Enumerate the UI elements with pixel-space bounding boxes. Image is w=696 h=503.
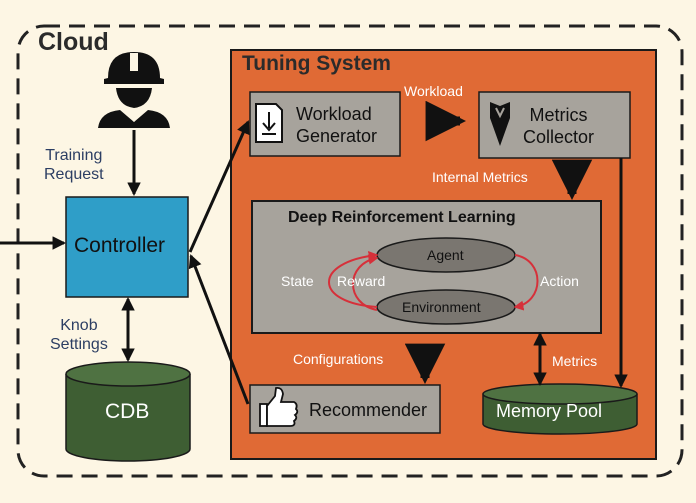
- knob-label-line1: Knob: [60, 317, 98, 334]
- reward-label: Reward: [337, 273, 386, 289]
- controller-to-generator-arrow: [188, 120, 250, 253]
- metrics-collector-line2: Collector: [523, 126, 595, 147]
- action-arrow: [513, 254, 539, 311]
- metrics-logo-icon: [490, 102, 510, 146]
- environment-label: Environment: [402, 299, 481, 315]
- recommender-to-controller-arrow: [188, 254, 250, 405]
- recommender-label: Recommender: [309, 400, 428, 420]
- controller-box: [65, 196, 189, 298]
- metrics-collector-label: Metrics Collector: [523, 105, 594, 148]
- cdb-cylinder: [65, 361, 191, 462]
- internal-metrics-label: Internal Metrics: [432, 169, 528, 185]
- training-label-line1: Training: [45, 147, 103, 164]
- thumbs-up-icon: [259, 386, 299, 427]
- cloud-title: Cloud: [38, 28, 109, 56]
- memory-pool-cylinder: [482, 383, 638, 435]
- metrics-label: Metrics: [552, 353, 598, 369]
- metrics-collector-line1: Metrics: [529, 105, 588, 125]
- agent-label: Agent: [427, 247, 464, 263]
- cloud-boundary: [16, 24, 684, 478]
- workload-generator-label: Workload Generator: [296, 104, 377, 147]
- cdb-label: CDB: [105, 400, 150, 423]
- download-document-icon: [255, 103, 283, 143]
- workload-flow-label: Workload: [404, 83, 463, 99]
- drl-title: Deep Reinforcement Learning: [288, 209, 516, 226]
- controller-label: Controller: [74, 234, 166, 257]
- reward-arrow: [352, 254, 379, 311]
- tuning-system-title: Tuning System: [242, 52, 391, 75]
- workload-generator-line1: Workload: [296, 104, 372, 124]
- engineer-icon: [98, 52, 170, 128]
- configurations-label: Configurations: [293, 351, 384, 367]
- memory-pool-label: Memory Pool: [496, 401, 603, 421]
- state-arrow: [328, 250, 379, 308]
- request-label-line2: Request: [44, 166, 104, 184]
- workload-generator-line2: Generator: [296, 125, 378, 146]
- training-request-label: Training Request: [44, 146, 104, 184]
- settings-label-line2: Settings: [50, 336, 108, 354]
- state-label: State: [281, 273, 314, 289]
- knob-settings-label: Knob Settings: [50, 316, 108, 354]
- action-label: Action: [540, 273, 579, 289]
